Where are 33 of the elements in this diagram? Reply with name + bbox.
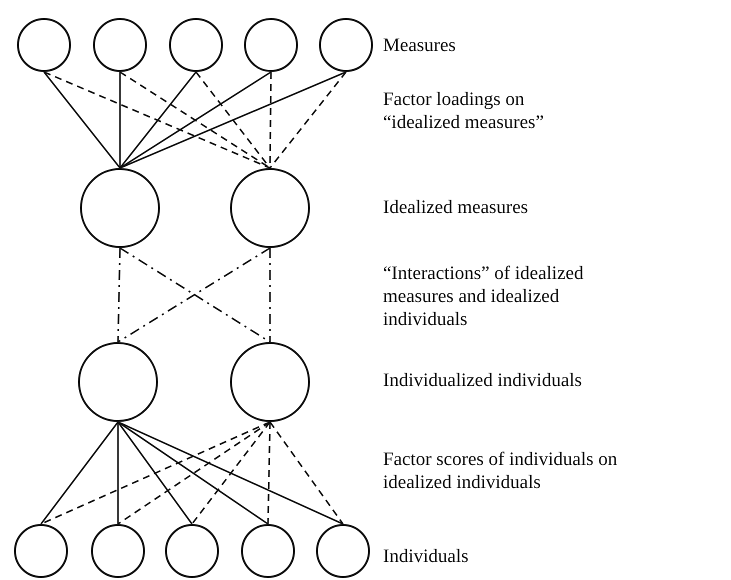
- connector-line: [117, 422, 193, 524]
- circle-node: [316, 524, 370, 578]
- circle-node: [244, 18, 298, 72]
- connector-line: [117, 422, 119, 524]
- circle-node: [169, 18, 223, 72]
- circle-node: [93, 18, 147, 72]
- level-label: Individuals: [383, 545, 470, 568]
- level-label: Measures: [383, 34, 457, 57]
- connector-line: [118, 421, 344, 525]
- connector-line: [195, 72, 271, 168]
- level-label: Factor scores of individuals on idealized individuals: [383, 448, 618, 494]
- connector-line: [40, 422, 119, 524]
- connector-line: [117, 248, 121, 342]
- connector-line: [44, 71, 270, 169]
- circle-node: [91, 524, 145, 578]
- circle-node: [17, 18, 71, 72]
- connector-line: [269, 248, 271, 342]
- connector-line: [191, 422, 271, 524]
- circle-node: [165, 524, 219, 578]
- circle-node: [319, 18, 373, 72]
- connector-line: [120, 71, 346, 169]
- connector-line: [267, 422, 271, 524]
- connector-line: [43, 72, 121, 168]
- circle-node: [14, 524, 68, 578]
- connector-line: [119, 72, 197, 168]
- connector-line: [269, 72, 347, 168]
- connector-line: [269, 422, 344, 524]
- level-label: “Interactions” of idealized measures and idealized individuals: [383, 262, 584, 331]
- circle-node: [241, 524, 295, 578]
- level-label: Factor loadings on “idealized measures”: [383, 88, 545, 134]
- level-label: Individualized individuals: [383, 369, 583, 392]
- level-label: Idealized measures: [383, 196, 530, 219]
- connector-line: [119, 72, 121, 168]
